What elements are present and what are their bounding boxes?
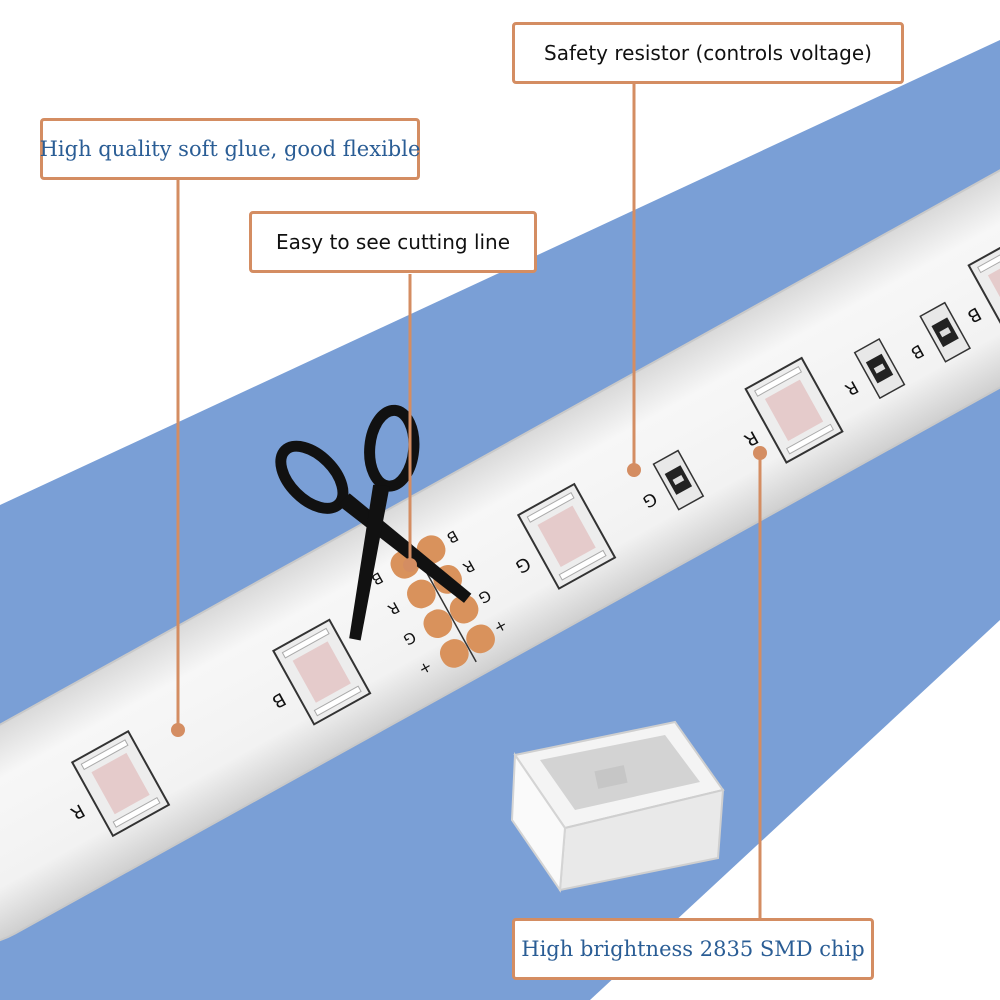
led-chip: R [740, 356, 844, 464]
smd-chip-closeup [510, 720, 725, 893]
callout-soft-glue: High quality soft glue, good flexible [40, 118, 420, 180]
led-chip: G [512, 482, 617, 590]
callout-cutting-line: Easy to see cutting line [249, 211, 537, 273]
leader-dots [171, 446, 767, 737]
callout-text: Easy to see cutting line [275, 230, 511, 254]
callout-text: High brightness 2835 SMD chip [521, 936, 865, 961]
callout-text: High quality soft glue, good flexible [39, 136, 421, 161]
callout-text: Safety resistor (controls voltage) [544, 41, 872, 65]
leader-lines [176, 84, 762, 920]
callout-resistor: Safety resistor (controls voltage) [512, 22, 904, 84]
background-corner [590, 620, 1000, 1000]
callout-smd-chip: High brightness 2835 SMD chip [512, 918, 874, 980]
scissors-icon [275, 404, 472, 641]
strip-body [0, 134, 1000, 946]
